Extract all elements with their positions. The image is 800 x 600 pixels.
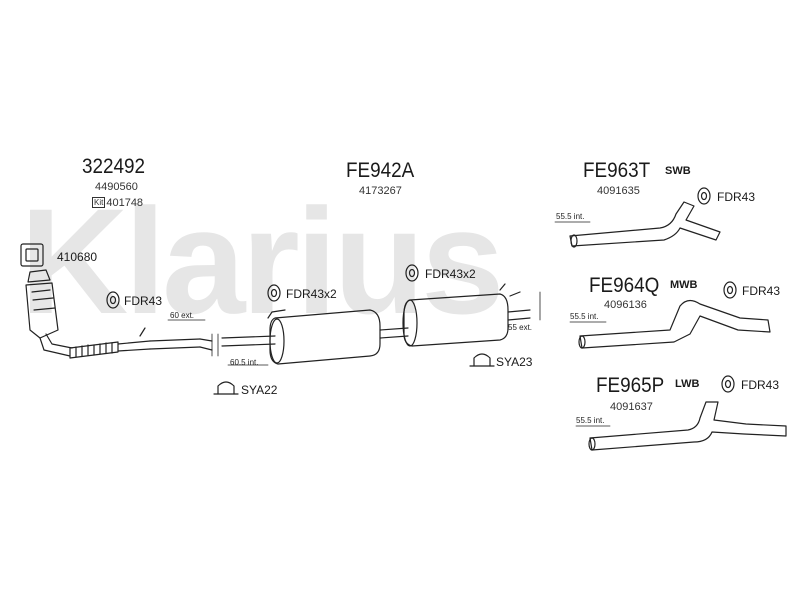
dim-605-int: 60.5 int. xyxy=(230,358,259,367)
part-ref-front: 4490560 xyxy=(95,181,138,193)
clamp-label-sya22: SYA22 xyxy=(241,383,278,397)
variant-mwb: MWB xyxy=(670,279,698,291)
part-ref-lwb: 4091637 xyxy=(610,401,653,413)
part-ref-swb: 4091635 xyxy=(597,185,640,197)
hanger-fdr43x2-b-icon xyxy=(405,264,419,282)
part-ref-mwb: 4096136 xyxy=(604,299,647,311)
hanger-fdr43-swb-icon xyxy=(697,187,711,205)
gasket-label: 410680 xyxy=(57,250,98,264)
part-code-mwb: FE964Q xyxy=(589,274,660,297)
dim-swb: 55.5 int. xyxy=(556,212,585,221)
hanger-label-fdr43x2-b: FDR43x2 xyxy=(425,267,476,281)
hanger-label-fdr43-lwb: FDR43 xyxy=(741,378,780,392)
part-code-swb: FE963T xyxy=(583,159,651,182)
clamp-sya22-icon xyxy=(213,381,239,395)
clamp-sya23-icon xyxy=(469,353,495,367)
intermediate-pipe-icon xyxy=(221,335,276,347)
variant-swb: SWB xyxy=(665,165,691,177)
silencer-1-icon xyxy=(267,309,381,365)
hanger-fdr43-lwb-icon xyxy=(721,375,735,393)
hanger-fdr43x2-a-icon xyxy=(267,284,281,302)
dim-lwb: 55.5 int. xyxy=(576,416,605,425)
dim-mwb: 55.5 int. xyxy=(570,312,599,321)
catalytic-converter-icon xyxy=(25,269,73,357)
tailpipe-swb-icon xyxy=(554,201,721,248)
part-code-front: 322492 xyxy=(82,155,146,178)
tailpipe-lwb-icon xyxy=(575,401,787,451)
clamp-label-sya23: SYA23 xyxy=(496,355,533,369)
part-ref-mid: 4173267 xyxy=(359,185,402,197)
flex-pipe-icon xyxy=(69,327,213,359)
hanger-label-fdr43-left: FDR43 xyxy=(124,294,163,308)
part-code-lwb: FE965P xyxy=(596,374,665,397)
front-dimension-markers xyxy=(167,319,269,366)
gasket-410680-icon xyxy=(20,243,44,267)
kit-badge: Kit xyxy=(92,197,106,208)
watermark-logo: Klarius xyxy=(20,177,505,345)
hanger-fdr43-mwb-icon xyxy=(723,281,737,299)
part-code-mid: FE942A xyxy=(346,159,415,182)
hanger-fdr43-left-icon xyxy=(106,291,120,309)
variant-lwb: LWB xyxy=(675,378,700,390)
silencer-2-icon xyxy=(402,283,541,347)
dim-55-ext: 55 ext. xyxy=(508,323,533,332)
kit-ref-value: 401748 xyxy=(106,197,144,209)
tailpipe-mwb-icon xyxy=(569,299,771,349)
hanger-label-fdr43x2-a: FDR43x2 xyxy=(286,287,337,301)
hanger-label-fdr43-swb: FDR43 xyxy=(717,190,756,204)
hanger-label-fdr43-mwb: FDR43 xyxy=(742,284,781,298)
dim-60-ext: 60 ext. xyxy=(170,311,195,320)
